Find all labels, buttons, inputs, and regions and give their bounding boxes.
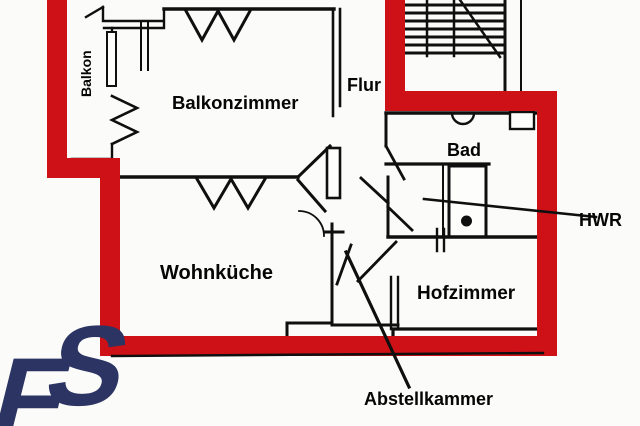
window-symbol [106,31,117,87]
room-label-abstellkammer: Abstellkammer [364,389,493,409]
room-label-hofzimmer: Hofzimmer [417,283,516,304]
room-labels: Balkon Balkonzimmer Flur Bad HWR Wohnküc… [78,50,622,409]
abstellkammer-pointer-line [343,249,412,390]
door-frame [140,20,149,71]
drain-dot [461,215,472,227]
fixture-arc [450,111,476,126]
room-label-wohnkueche: Wohnküche [160,262,273,284]
staircase [400,0,522,93]
room-label-balkonzimmer: Balkonzimmer [172,92,298,113]
shaft-symbol [508,110,536,131]
stair-direction-line [458,0,502,59]
bottom-wall-line [110,351,545,358]
apartment-boundary-highlight [47,0,557,356]
bathroom-walls [384,110,548,181]
window-symbol [183,7,253,44]
room-label-hwr: HWR [579,210,622,230]
stair-steps [400,3,504,55]
room-label-balkon: Balkon [78,50,94,97]
wall-pier [325,146,342,200]
wall-segment [323,222,345,327]
wall-segment [285,321,334,340]
room-label-bad: Bad [447,140,481,160]
door-frame [435,227,446,253]
stair-stringers [425,0,456,58]
door-frame [389,275,400,331]
balcony-door-symbol [108,94,141,146]
hwr-pointer-line [422,197,598,219]
door-swing-lines [359,176,414,232]
wall-segment [331,7,342,118]
door-swing-lines [335,240,398,286]
room-label-flur: Flur [347,75,381,95]
door-swing-arc [298,210,325,237]
door-swing-lines [295,143,333,214]
double-door-symbol [194,176,268,211]
balcony-parapet [84,5,166,30]
